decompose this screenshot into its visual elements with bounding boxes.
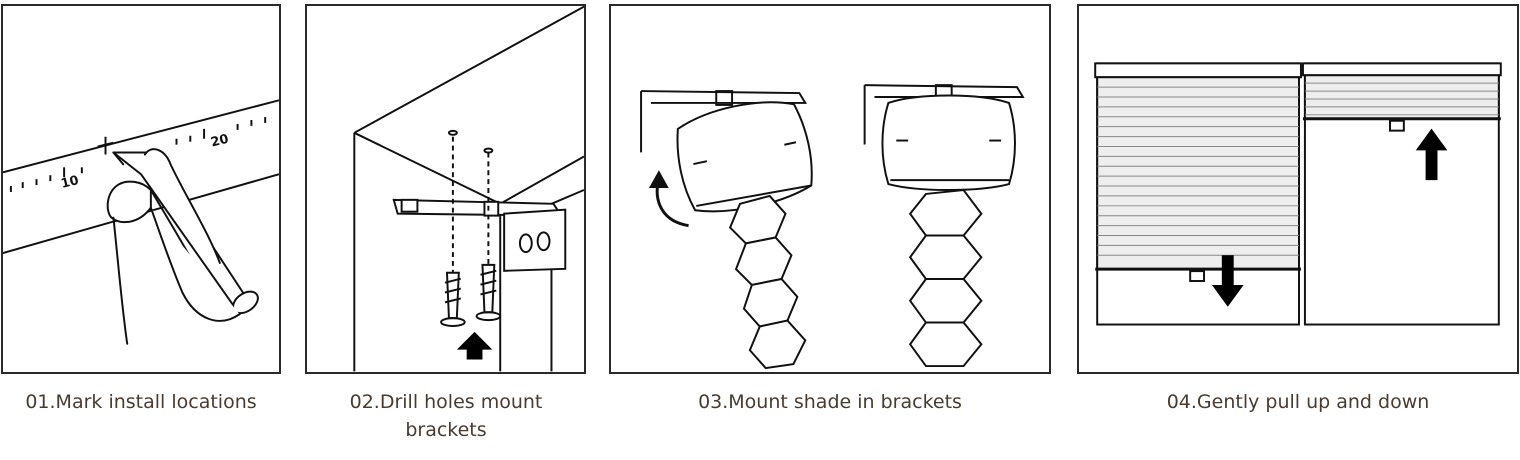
step-3-panel: [609, 4, 1051, 374]
tape-number-20: 20: [209, 132, 230, 151]
tape-number-10: 10: [59, 173, 80, 192]
step-1-panel: 10 20: [1, 4, 281, 374]
hand-pencil-icon: [106, 148, 259, 345]
step-4-caption: 04.Gently pull up and down: [1166, 391, 1430, 413]
bracket-left-icon: [640, 90, 808, 153]
cabinet-corner-icon: [353, 6, 584, 372]
down-arrow-icon: [1211, 255, 1244, 307]
drill-mount-illustration: [353, 6, 584, 372]
mark-locations-illustration: 10 20: [3, 99, 279, 345]
up-arrow-icon: [456, 331, 493, 360]
step-3-caption: 03.Mount shade in brackets: [698, 391, 962, 413]
headrail-mounted-icon: [881, 94, 1016, 191]
headrail-rotating-icon: [676, 101, 813, 213]
step-2-caption: 02.Drill holes mount brackets: [349, 391, 543, 441]
cellular-cells-right: [908, 188, 983, 368]
tape-measure-icon: [3, 99, 279, 255]
pull-up-down-illustration: [1094, 62, 1502, 326]
mount-shade-illustration: [640, 84, 1025, 370]
step-4-panel: [1077, 4, 1519, 374]
shade-lowered-icon: [1094, 62, 1302, 326]
mounting-bracket-icon: [392, 198, 567, 272]
step-2-panel: [305, 4, 586, 374]
screws-icon: [440, 129, 502, 328]
up-arrow-icon: [1415, 128, 1448, 181]
step-1-caption: 01.Mark install locations: [25, 391, 257, 413]
shade-raised-icon: [1301, 62, 1502, 326]
cellular-cells-left: [728, 194, 807, 370]
